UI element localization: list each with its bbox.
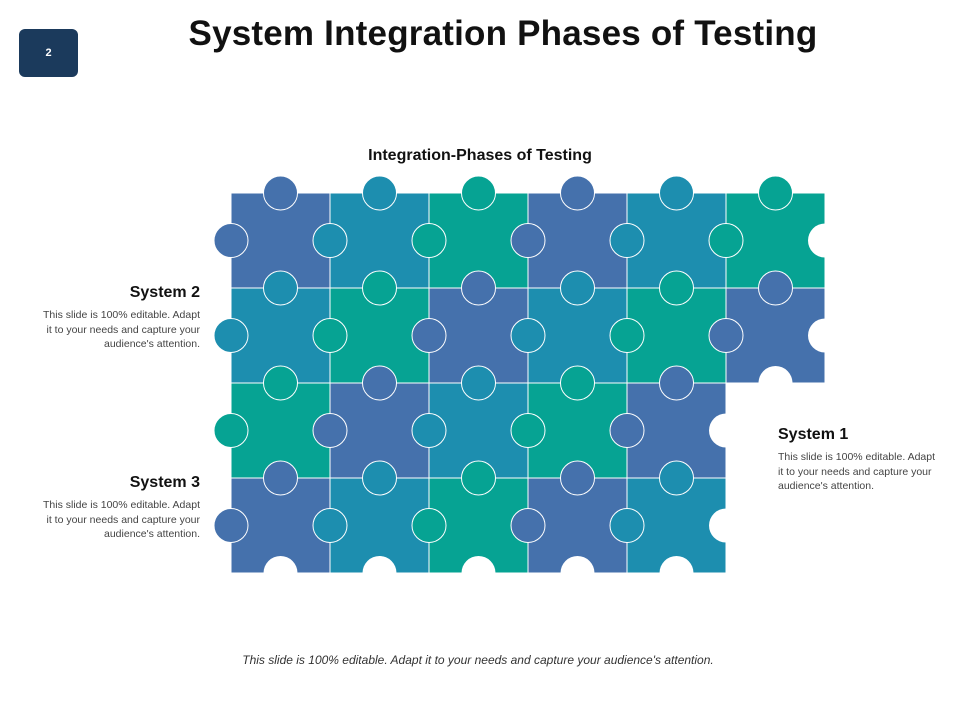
diagram-title: Integration-Phases of Testing [368,147,592,164]
puzzle-knob [609,413,645,448]
puzzle-knob [461,175,496,211]
puzzle-notch [808,318,842,353]
puzzle-notch [808,223,842,258]
puzzle-knob [263,460,298,496]
footer-note: This slide is 100% editable. Adapt it to… [242,653,714,667]
puzzle-knob [609,223,645,258]
puzzle-knob [461,365,496,401]
puzzle-knob [510,508,546,543]
puzzle-knob [758,270,793,306]
puzzle-knob [659,460,694,496]
puzzle-knob [411,223,447,258]
puzzle-notch [362,556,397,590]
puzzle-knob [461,270,496,306]
puzzle-knob [461,460,496,496]
puzzle-knob [758,175,793,211]
puzzle-knob [213,223,249,258]
puzzle-knob [312,318,348,353]
puzzle-knob [659,365,694,401]
system-2-callout: System 2 This slide is 100% editable. Ad… [40,284,200,352]
puzzle-notch [263,556,298,590]
puzzle-knob [659,175,694,211]
system-1-heading: System 1 [778,426,849,443]
system-1-description: This slide is 100% editable. Adapt it to… [778,451,936,492]
puzzle-knob [312,508,348,543]
puzzle-knob [560,175,595,211]
system-2-description: This slide is 100% editable. Adapt it to… [42,309,200,350]
puzzle-knob [510,318,546,353]
slide-number-badge: 2 [19,29,78,77]
puzzle-knob [312,223,348,258]
puzzle-knob [213,508,249,543]
puzzle-knob [609,508,645,543]
puzzle-knob [362,270,397,306]
puzzle-knob [213,318,249,353]
puzzle-knob [213,413,249,448]
puzzle-knob [560,365,595,401]
puzzle-knob [411,318,447,353]
page-title: System Integration Phases of Testing [188,14,818,53]
puzzle-knob [659,270,694,306]
puzzle-knob [708,318,744,353]
puzzle-notch [659,556,694,590]
system-3-description: This slide is 100% editable. Adapt it to… [42,499,200,540]
puzzle-knob [263,270,298,306]
puzzle-notch [758,366,793,400]
puzzle-knob [560,460,595,496]
puzzle-knob [312,413,348,448]
system-2-heading: System 2 [129,284,200,301]
system-3-heading: System 3 [129,474,200,491]
puzzle-notch [560,556,595,590]
puzzle-knob [362,175,397,211]
puzzle-knob [411,508,447,543]
puzzle-knob [362,460,397,496]
puzzle-knob [560,270,595,306]
puzzle-knob [708,223,744,258]
puzzle-knob [263,365,298,401]
puzzle-notch [461,556,496,590]
puzzle-knob [263,175,298,211]
puzzle-knob [411,413,447,448]
puzzle-notch [709,413,743,448]
puzzle-knob [609,318,645,353]
puzzle-knob [510,413,546,448]
system-1-callout: System 1 This slide is 100% editable. Ad… [778,426,938,494]
puzzle-knob [510,223,546,258]
puzzle-notch [709,508,743,543]
system-3-callout: System 3 This slide is 100% editable. Ad… [40,474,200,542]
puzzle-knob [362,365,397,401]
